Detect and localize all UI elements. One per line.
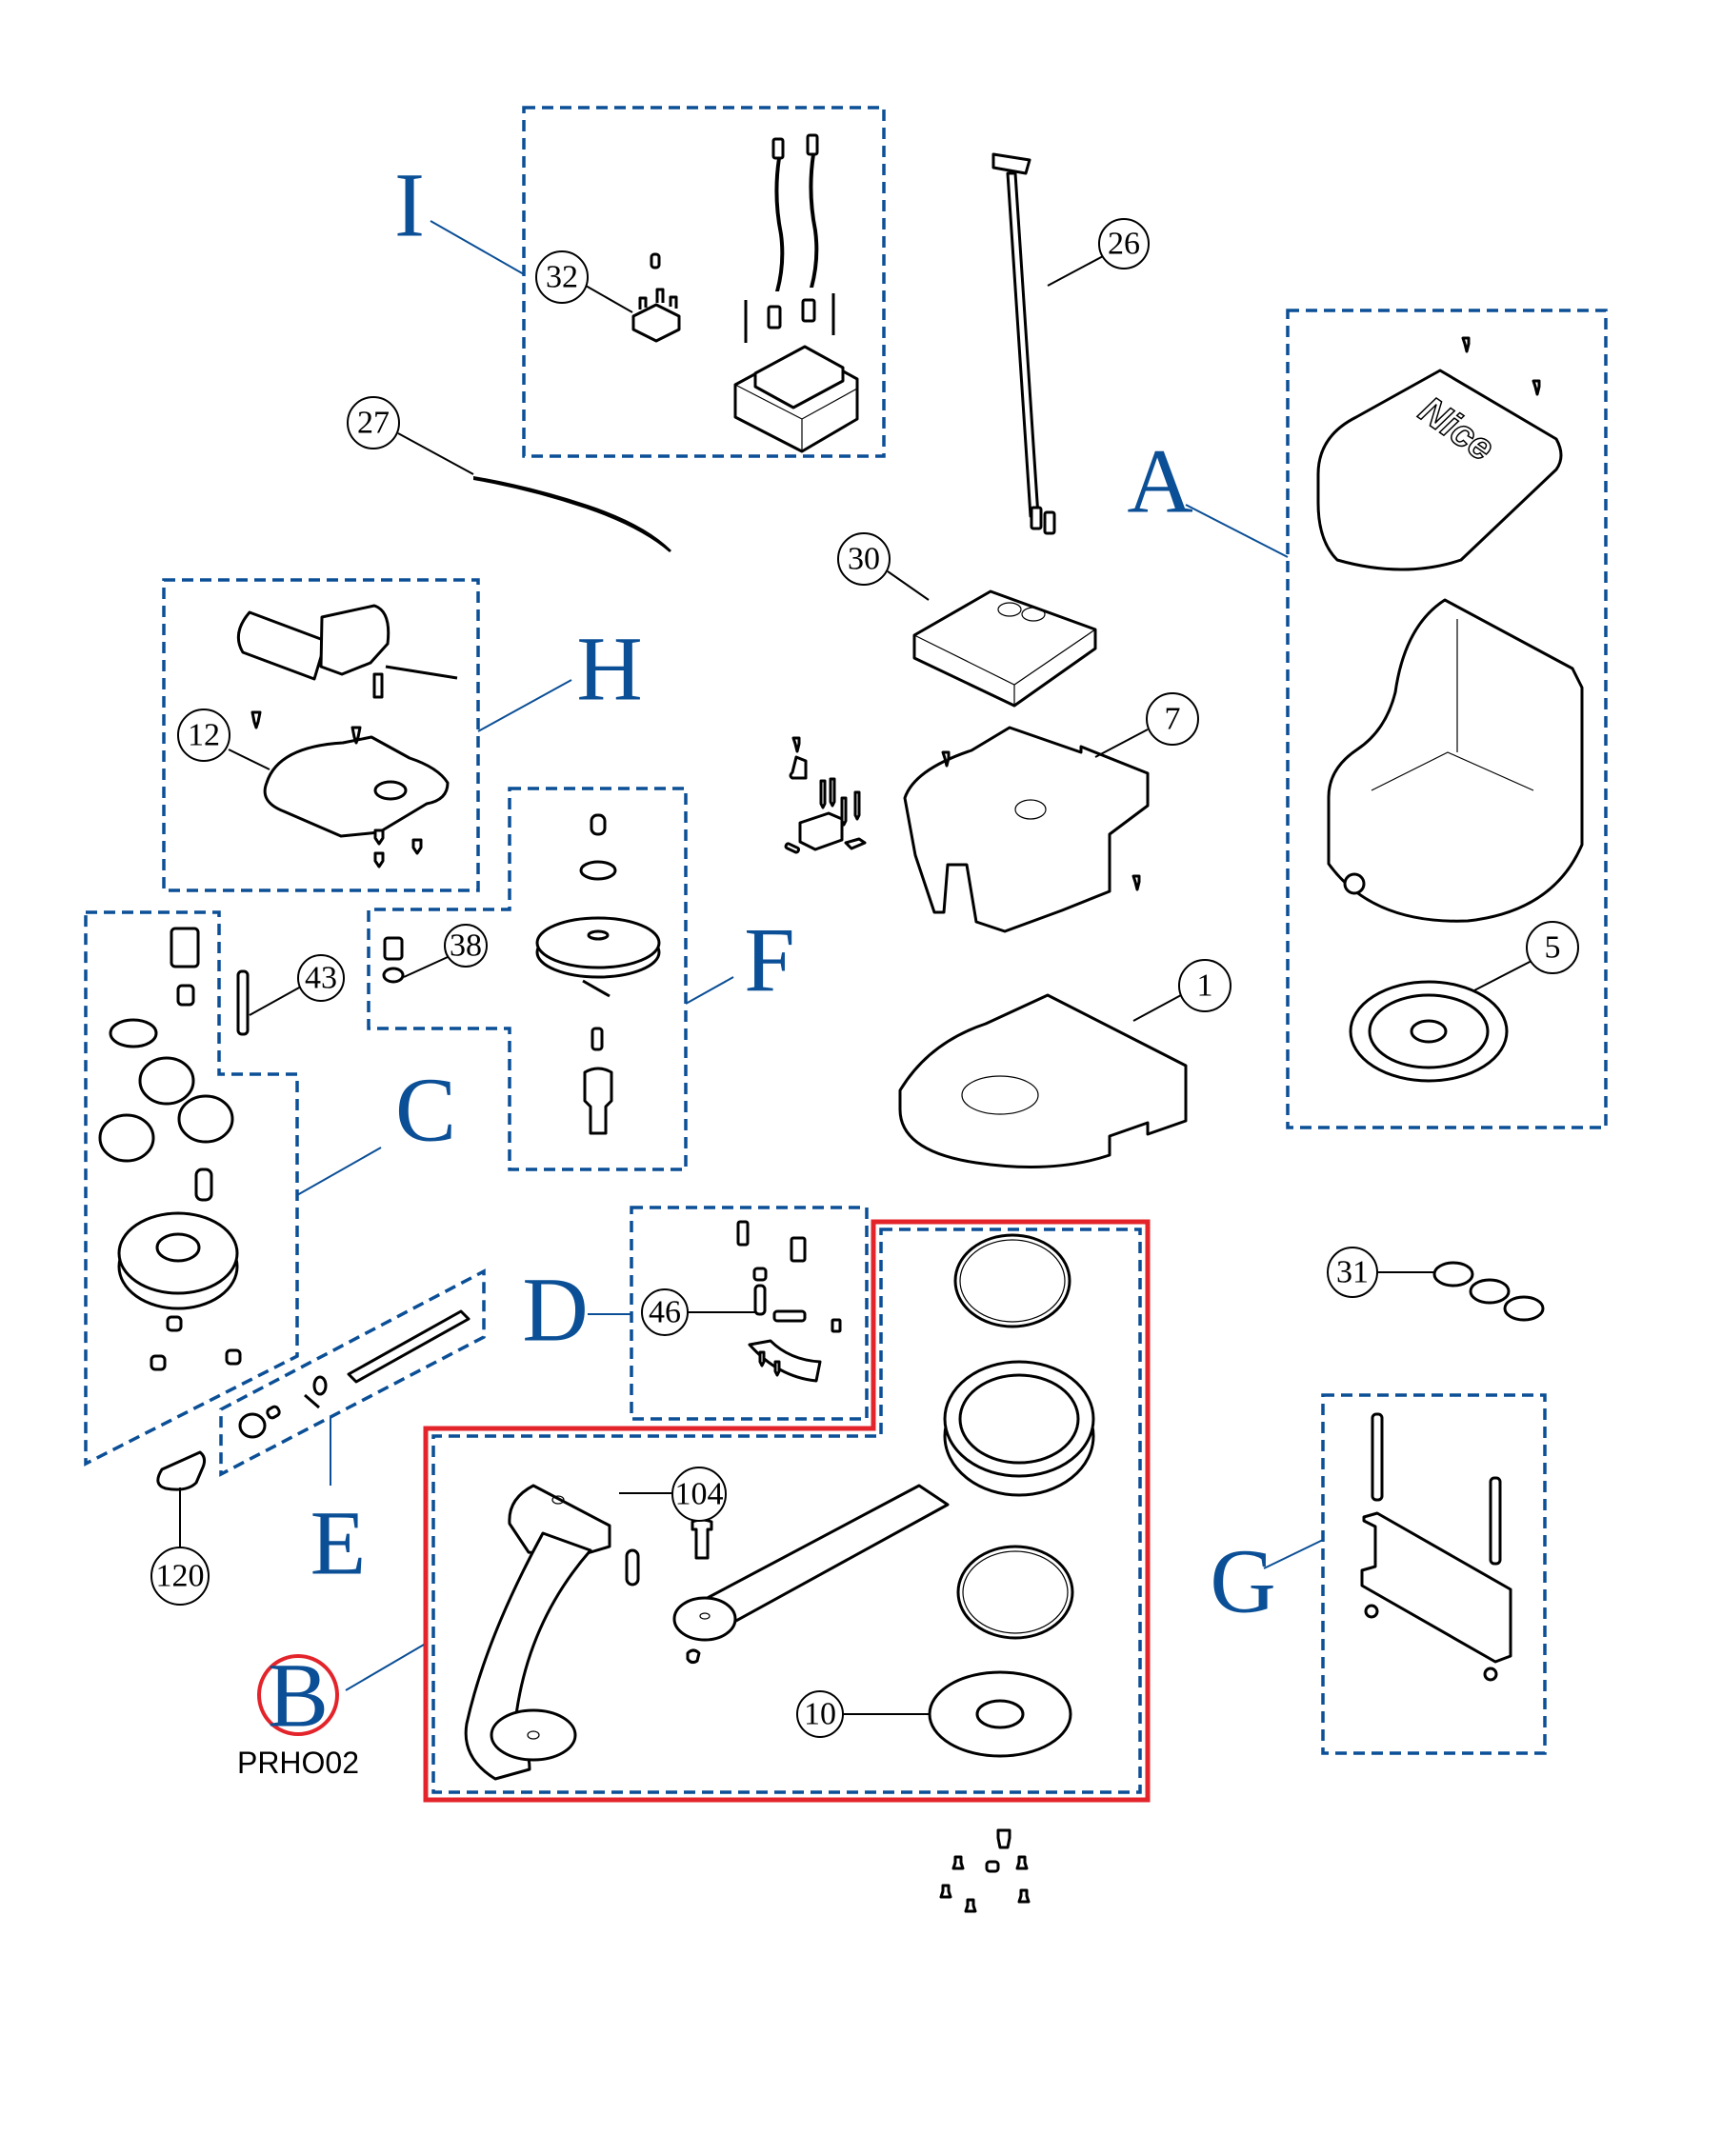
main-arm-part	[672, 1360, 1095, 1665]
svg-text:38: 38	[450, 928, 482, 964]
group-g-leader	[1263, 1539, 1324, 1569]
motor-part	[236, 604, 458, 699]
group-i-box	[522, 106, 886, 458]
cable-pair-part	[744, 133, 835, 343]
group-g-box	[1321, 1393, 1547, 1755]
group-e: E	[219, 1268, 486, 1594]
group-b-box	[431, 1228, 1142, 1794]
group-b-highlight-ring	[257, 1654, 339, 1736]
housing-part	[1327, 598, 1584, 923]
callout-31[interactable]: 31	[1327, 1247, 1433, 1298]
group-c-letter[interactable]: C	[395, 1059, 456, 1161]
gears-part	[98, 927, 242, 1371]
stop-assembly-part	[736, 1220, 842, 1383]
group-a-letter[interactable]: A	[1127, 430, 1192, 532]
group-d-letter[interactable]: D	[522, 1259, 588, 1361]
group-h-letter[interactable]: H	[576, 618, 642, 720]
pin-part	[236, 969, 250, 1036]
group-c-leader	[296, 1147, 382, 1196]
group-b-letter[interactable]: B	[268, 1645, 329, 1747]
svg-text:10: 10	[804, 1697, 836, 1732]
callout-26[interactable]: 26	[1047, 218, 1150, 287]
svg-text:46: 46	[649, 1295, 681, 1330]
svg-text:32: 32	[546, 260, 578, 295]
group-g: G	[1210, 1393, 1547, 1755]
group-b-highlight-box	[423, 1219, 1151, 1803]
group-c-box	[84, 910, 299, 1467]
terminal-parts	[784, 736, 867, 854]
callout-1[interactable]: 1	[1132, 959, 1231, 1022]
group-f-letter[interactable]: F	[744, 909, 794, 1011]
group-i-leader	[430, 220, 525, 275]
arm-bracket-part	[464, 1484, 713, 1781]
release-key-part: 120	[150, 1450, 210, 1606]
seals-part: 31	[1327, 1247, 1545, 1322]
callout-30[interactable]: 30	[837, 532, 930, 601]
callout-5[interactable]: 5	[1473, 921, 1579, 991]
group-b-leader	[345, 1644, 425, 1691]
svg-text:43: 43	[305, 961, 337, 996]
group-h-box	[162, 578, 480, 892]
group-f-box	[367, 787, 688, 1171]
group-e-letter[interactable]: E	[310, 1492, 367, 1594]
group-a-leader	[1185, 504, 1289, 558]
release-shaft-part	[238, 1309, 471, 1439]
callout-10[interactable]: 10	[796, 1690, 930, 1738]
group-a: A Nice 5	[1127, 309, 1608, 1129]
group-e-box	[219, 1268, 486, 1477]
group-f-leader	[685, 976, 734, 1005]
callout-104[interactable]: 104	[619, 1467, 727, 1522]
cover-disc-part	[1349, 980, 1509, 1083]
callout-32[interactable]: 32	[535, 250, 633, 313]
screws-part	[939, 1828, 1031, 1913]
encoder-disc-part	[928, 1670, 1072, 1758]
group-a-box	[1286, 309, 1608, 1129]
callout-46[interactable]: 46	[641, 1288, 755, 1336]
control-unit-part: 30	[837, 532, 1097, 708]
group-h: H 12	[162, 578, 643, 892]
wire-part: 27	[347, 396, 671, 552]
wiring-harness-part: 26	[991, 152, 1150, 535]
group-d: D 46	[522, 1206, 869, 1421]
group-f: F 38	[367, 787, 795, 1171]
svg-text:27: 27	[357, 406, 390, 441]
pinion-part	[382, 936, 405, 984]
svg-text:1: 1	[1197, 968, 1213, 1004]
output-gear-part	[535, 813, 661, 1135]
callout-7[interactable]: 7	[1094, 692, 1199, 758]
group-c: C 43	[84, 910, 456, 1467]
callout-38[interactable]: 38	[403, 924, 488, 978]
transformer-part	[733, 345, 859, 453]
base-housing-part: 1	[898, 959, 1231, 1168]
svg-text:104: 104	[675, 1477, 724, 1512]
group-g-letter[interactable]: G	[1210, 1530, 1275, 1632]
svg-text:7: 7	[1165, 702, 1181, 737]
seal-rings-part	[953, 1233, 1074, 1640]
svg-text:120: 120	[156, 1559, 205, 1594]
svg-text:31: 31	[1336, 1255, 1369, 1290]
group-b: B PRHO02	[237, 1219, 1151, 1803]
group-i: I 32	[394, 106, 886, 458]
svg-text:5: 5	[1545, 930, 1561, 966]
group-i-letter[interactable]: I	[394, 154, 425, 256]
svg-text:12: 12	[188, 718, 220, 753]
gasket-part	[250, 710, 450, 868]
callout-43[interactable]: 43	[249, 954, 345, 1016]
group-h-leader	[477, 679, 572, 732]
top-cover-part: Nice	[1316, 336, 1563, 571]
callout-27[interactable]: 27	[347, 396, 474, 475]
inner-cover-part: 7	[903, 692, 1199, 933]
svg-text:26: 26	[1108, 227, 1140, 262]
bracket-part	[1360, 1412, 1512, 1682]
callout-12[interactable]: 12	[177, 709, 270, 770]
group-b-code: PRHO02	[237, 1746, 359, 1780]
callout-120[interactable]: 120	[150, 1487, 210, 1606]
svg-text:30: 30	[848, 542, 880, 577]
terminal-block-part	[631, 252, 681, 343]
